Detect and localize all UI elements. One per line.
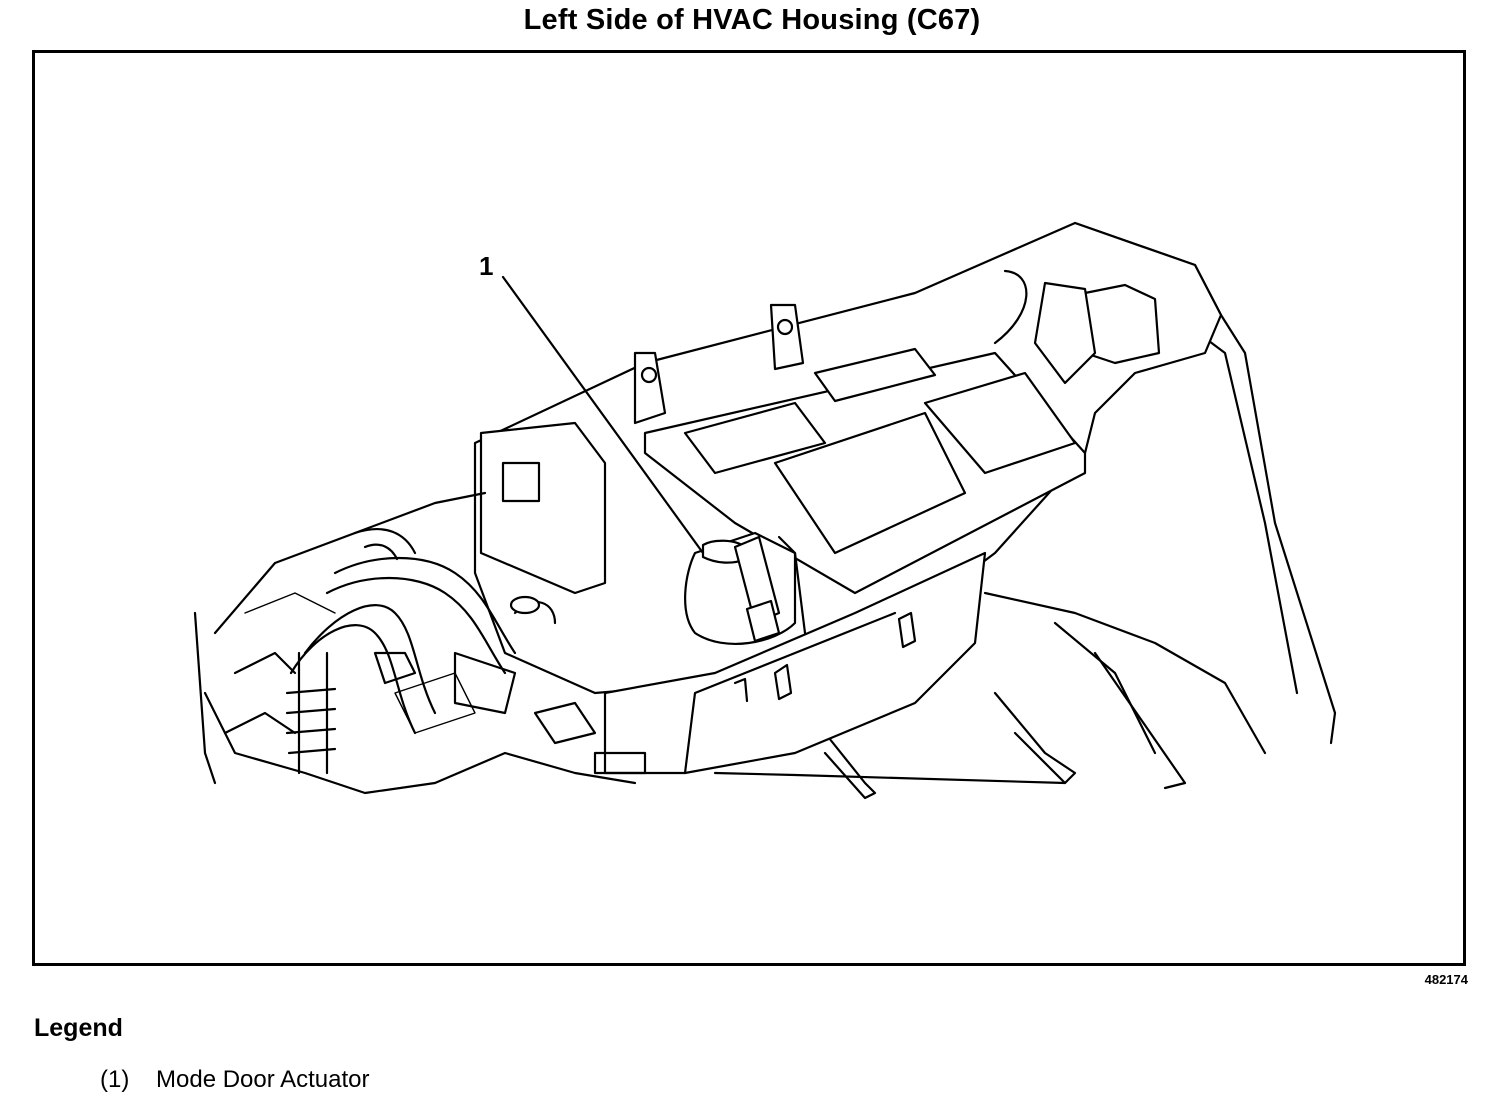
legend-item-label: Mode Door Actuator (156, 1066, 370, 1093)
mode-door-actuator (684, 531, 807, 645)
legend-item: (1) Mode Door Actuator (100, 1066, 369, 1094)
hvac-housing-body (473, 221, 1223, 775)
hvac-housing-illustration: 1 (193, 221, 1337, 800)
callout-1-leader (501, 275, 705, 555)
illustration-frame: 1 (32, 50, 1466, 966)
wiring-harness (193, 491, 647, 795)
diagram-title: Left Side of HVAC Housing (C67) (523, 4, 981, 36)
figure-id: 482174 (1424, 972, 1468, 987)
callout-1-number: 1 (479, 251, 493, 281)
legend-heading: Legend (34, 1014, 123, 1042)
legend-item-number: (1) (100, 1066, 130, 1093)
